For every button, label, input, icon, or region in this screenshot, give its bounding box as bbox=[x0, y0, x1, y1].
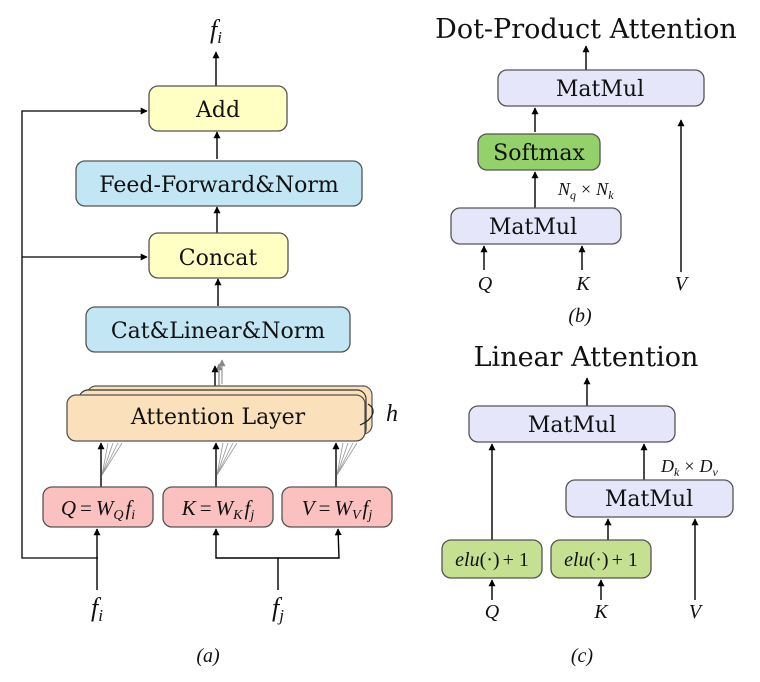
linear-attention-title: Linear Attention bbox=[474, 342, 699, 373]
cat-linear-norm-label: Cat&Linear&Norm bbox=[111, 319, 325, 344]
cat-linear-norm-box: Cat&Linear&Norm bbox=[85, 306, 351, 353]
k-projection-box: K=WKfj bbox=[162, 486, 274, 528]
add-box: Add bbox=[148, 85, 288, 132]
b-input-k: K bbox=[575, 273, 591, 295]
b-matmul-bottom-box: MatMul bbox=[450, 207, 622, 245]
concat-label: Concat bbox=[179, 246, 258, 271]
b-input-v: V bbox=[675, 273, 690, 295]
v-projection-box: V=WVfj bbox=[281, 486, 393, 528]
heads-brace bbox=[359, 403, 374, 426]
c-input-v: V bbox=[689, 601, 704, 623]
dot-product-title: Dot-Product Attention bbox=[435, 14, 737, 45]
input-fj-label: fj bbox=[272, 593, 284, 625]
c-matmul-bottom-box: MatMul bbox=[565, 479, 734, 518]
feed-forward-norm-label: Feed-Forward&Norm bbox=[99, 173, 339, 198]
k-projection-label: K=WKfj bbox=[181, 496, 255, 523]
panel-b: Dot-Product Attention MatMul Softmax Nq×… bbox=[435, 14, 737, 327]
attention-layer-label: Attention Layer bbox=[130, 405, 306, 430]
caption-b: (b) bbox=[568, 305, 592, 327]
softmax-label: Softmax bbox=[493, 141, 585, 166]
q-projection-label: Q=WQfi bbox=[61, 496, 135, 523]
add-label: Add bbox=[195, 98, 240, 123]
heads-count-label: h bbox=[386, 401, 398, 427]
dk-dv-label: Dk×Dv bbox=[660, 456, 718, 479]
output-fi-label: fi bbox=[210, 15, 222, 47]
elu-k-box: elu(·)+ 1 bbox=[550, 539, 652, 579]
caption-c: (c) bbox=[571, 645, 594, 667]
c-matmul-top-label: MatMul bbox=[528, 413, 616, 438]
c-matmul-top-box: MatMul bbox=[468, 405, 676, 443]
v-arrow-group bbox=[332, 442, 358, 487]
softmax-box: Softmax bbox=[477, 133, 601, 171]
elu-q-box: elu(·)+ 1 bbox=[441, 539, 543, 579]
b-matmul-top-label: MatMul bbox=[556, 77, 644, 102]
q-projection-box: Q=WQfi bbox=[42, 486, 154, 528]
b-input-q: Q bbox=[478, 273, 493, 295]
q-arrow-group bbox=[97, 442, 123, 487]
elu-q-label: elu(·)+ 1 bbox=[455, 549, 529, 571]
residual-path-to-add bbox=[21, 107, 148, 559]
b-matmul-bottom-label: MatMul bbox=[489, 215, 577, 240]
arrow-fj-to-k bbox=[212, 528, 279, 590]
c-matmul-bottom-label: MatMul bbox=[605, 487, 693, 512]
b-matmul-top-box: MatMul bbox=[497, 69, 705, 107]
v-projection-label: V=WVfj bbox=[302, 496, 373, 523]
panel-c: Linear Attention MatMul Dk×Dv MatMul elu… bbox=[441, 342, 734, 667]
nq-nk-label: Nq×Nk bbox=[557, 179, 614, 202]
feed-forward-norm-box: Feed-Forward&Norm bbox=[75, 160, 363, 207]
panel-a: fi Add Feed-Forward&Norm Concat Cat&Line… bbox=[21, 15, 398, 667]
elu-k-label: elu(·)+ 1 bbox=[564, 549, 638, 571]
caption-a: (a) bbox=[196, 645, 220, 667]
attention-layer-stack: Attention Layer bbox=[66, 385, 373, 442]
k-arrow-group bbox=[212, 442, 238, 487]
arrow-fj-to-v bbox=[278, 528, 342, 559]
c-input-q: Q bbox=[485, 601, 500, 623]
concat-box: Concat bbox=[148, 232, 289, 279]
input-fi-label: fi bbox=[91, 593, 103, 625]
c-input-k: K bbox=[593, 601, 609, 623]
